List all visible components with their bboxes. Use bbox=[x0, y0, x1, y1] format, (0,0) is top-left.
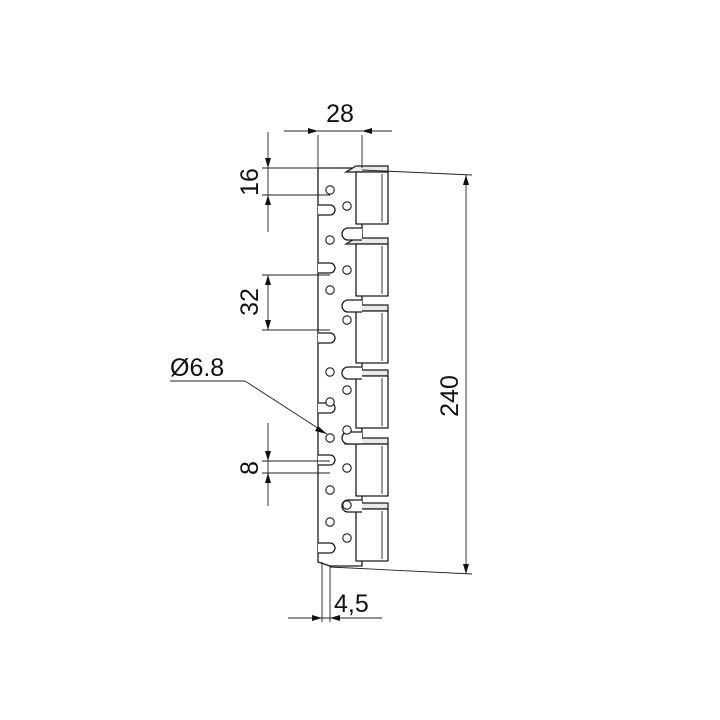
mounting-hole bbox=[342, 425, 352, 435]
left-slots bbox=[318, 204, 336, 554]
left-slot bbox=[318, 332, 336, 344]
right-notch bbox=[341, 299, 362, 313]
dim-length: 240 bbox=[329, 169, 473, 575]
tab-front-face bbox=[355, 443, 389, 497]
mounting-hole bbox=[325, 397, 335, 407]
hole-pattern bbox=[325, 185, 352, 543]
mounting-hole bbox=[325, 433, 335, 443]
dim-top-segment: 16 bbox=[236, 132, 330, 232]
mounting-hole bbox=[342, 533, 352, 543]
left-slot bbox=[318, 204, 336, 216]
mounting-hole bbox=[342, 265, 352, 275]
tab-front-face bbox=[355, 310, 389, 364]
mounting-hole bbox=[342, 500, 352, 510]
left-slot bbox=[318, 542, 336, 554]
dim-length-label: 240 bbox=[436, 375, 464, 417]
comb-strip-part bbox=[317, 165, 389, 567]
mounting-hole bbox=[325, 285, 335, 295]
tab-front-face bbox=[355, 375, 389, 429]
mounting-hole bbox=[325, 185, 335, 195]
tab-front-face bbox=[355, 508, 389, 562]
dim-hole-label: Ø6.8 bbox=[170, 354, 224, 382]
dim-thickness-label: 4,5 bbox=[334, 590, 369, 618]
mounting-hole bbox=[325, 235, 335, 245]
dim-thickness: 4,5 bbox=[288, 562, 382, 622]
dim-hole: Ø6.8 bbox=[170, 354, 328, 435]
dim-small-gap: 8 bbox=[236, 423, 330, 506]
right-notch bbox=[341, 366, 362, 380]
dim-pitch-label: 32 bbox=[236, 288, 264, 316]
mounting-hole bbox=[342, 201, 352, 211]
left-slot bbox=[318, 454, 336, 466]
mounting-hole bbox=[325, 485, 335, 495]
side-tabs bbox=[341, 165, 389, 562]
mounting-hole bbox=[325, 367, 335, 377]
left-slot bbox=[318, 262, 336, 274]
tab-front-face bbox=[355, 243, 389, 297]
mounting-hole bbox=[342, 385, 352, 395]
right-notch bbox=[341, 227, 362, 241]
dim-small-gap-label: 8 bbox=[236, 461, 264, 475]
tab-front-face bbox=[355, 171, 389, 225]
mounting-hole bbox=[342, 463, 352, 473]
dim-top-segment-label: 16 bbox=[236, 168, 264, 196]
dim-width-label: 28 bbox=[326, 100, 354, 128]
dim-width: 28 bbox=[284, 100, 392, 168]
mounting-hole bbox=[342, 315, 352, 325]
mounting-hole bbox=[325, 517, 335, 527]
dim-pitch: 32 bbox=[236, 274, 330, 331]
